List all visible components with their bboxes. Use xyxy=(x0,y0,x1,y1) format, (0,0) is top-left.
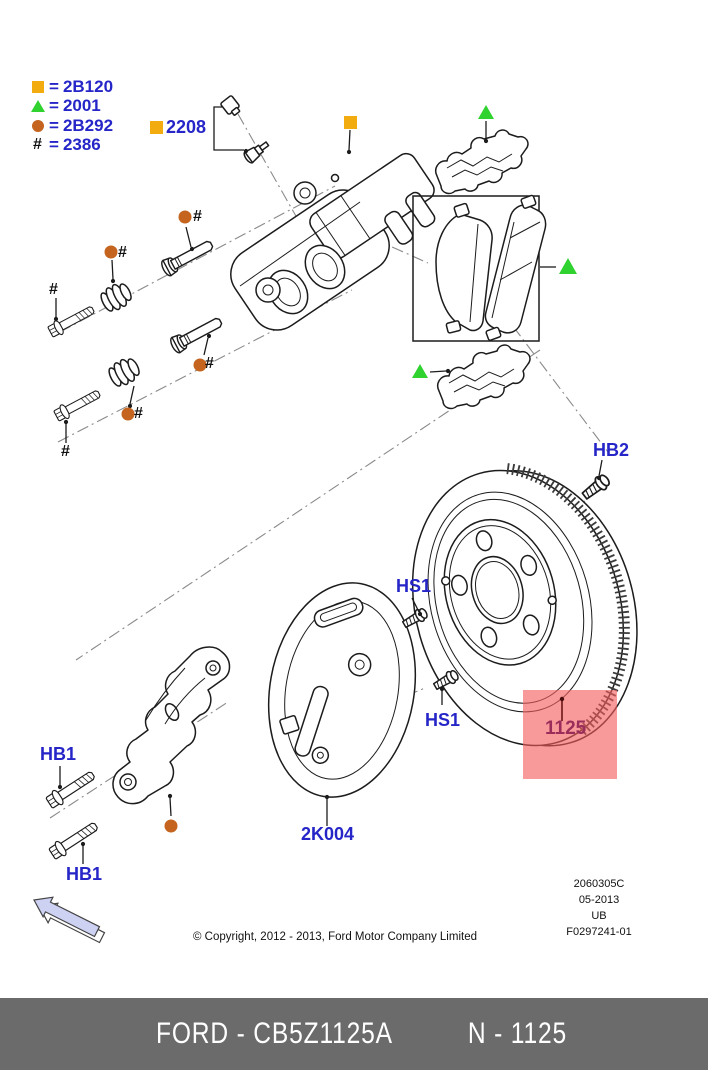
stamp-figure-number: F0297241-01 xyxy=(566,926,632,938)
anchor-bolt-2-illustration xyxy=(47,818,102,862)
hash-marker: # xyxy=(193,208,202,225)
brown-circle-marker xyxy=(193,358,207,372)
callout-hs1-lower[interactable]: HS1 xyxy=(425,710,461,730)
yellow-square-marker xyxy=(344,116,357,129)
exploded-view-drawing xyxy=(33,95,638,944)
brown-circle-marker xyxy=(178,210,192,224)
callout-2k004[interactable]: 2K004 xyxy=(301,824,355,844)
direction-arrow-icon xyxy=(33,896,106,944)
green-triangle-marker xyxy=(478,105,494,119)
callout-leader-lines xyxy=(53,106,603,864)
legend: = 2B120 = 2001 = 2B292 # = 2386 xyxy=(30,77,113,155)
caliper-bolt-lower-illustration xyxy=(52,386,104,424)
green-triangle-icon xyxy=(30,100,45,113)
guide-pin-lower-illustration xyxy=(167,313,226,356)
drawing-stamp: 2060305C 05-2013 UB F0297241-01 xyxy=(553,876,645,940)
green-triangle-marker xyxy=(412,364,428,378)
hash-marker: # xyxy=(118,244,127,261)
brake-pads-illustration xyxy=(412,194,547,342)
rotor-callout-dot xyxy=(559,696,565,702)
yellow-square-icon xyxy=(150,121,163,134)
guide-pin-upper-illustration xyxy=(158,236,217,279)
callout-hs1-upper[interactable]: HS1 xyxy=(396,576,432,596)
guide-pin-boot-lower-illustration xyxy=(105,353,144,391)
pad-clip-upper-illustration xyxy=(434,129,529,195)
legend-code: 2B120 xyxy=(62,76,114,96)
copyright-notice: © Copyright, 2012 - 2013, Ford Motor Com… xyxy=(193,931,477,943)
stamp-drawing-number: 2060305C xyxy=(573,878,625,890)
anchor-bracket-illustration xyxy=(112,646,231,805)
hash-marker: # xyxy=(61,443,70,460)
brown-circle-marker xyxy=(164,819,178,833)
legend-row-2001: = 2001 xyxy=(30,96,113,117)
hash-marker: # xyxy=(49,281,58,298)
caliper-illustration xyxy=(230,152,436,331)
stamp-code: UB xyxy=(591,910,607,922)
diagram-markers xyxy=(104,105,577,833)
green-triangle-marker xyxy=(559,258,577,274)
hash-icon: # xyxy=(33,136,42,154)
splash-shield-illustration xyxy=(267,582,417,798)
legend-row-2B292: = 2B292 xyxy=(30,116,113,136)
brown-circle-marker xyxy=(121,407,135,421)
hash-marker: # xyxy=(205,355,214,372)
yellow-square-icon xyxy=(31,80,44,93)
legend-code: 2B292 xyxy=(62,115,114,135)
legend-row-2B120: = 2B120 xyxy=(30,77,113,97)
rotor-highlight[interactable] xyxy=(523,690,617,779)
hash-marker: # xyxy=(134,405,143,422)
pad-clip-lower-illustration xyxy=(436,344,531,410)
legend-equals: = xyxy=(49,76,59,96)
callout-hb1-upper[interactable]: HB1 xyxy=(40,744,77,764)
callout-hb2[interactable]: HB2 xyxy=(593,440,630,460)
legend-equals: = xyxy=(49,135,59,155)
stamp-date: 05-2013 xyxy=(578,894,620,906)
caliper-bolt-upper-illustration xyxy=(46,302,98,340)
legend-code: 2386 xyxy=(62,135,101,155)
callout-2208[interactable]: 2208 xyxy=(150,117,206,138)
caliper-anchor-bolt-upper-illustration xyxy=(579,471,613,503)
footer-catalog-ref: N - 1125 xyxy=(467,1017,567,1050)
callout-hb1-lower[interactable]: HB1 xyxy=(66,864,103,884)
legend-row-2386: # = 2386 xyxy=(30,135,113,156)
footer-bar: FORD - CB5Z1125A N - 1125 xyxy=(0,998,708,1070)
bleeder-cap-illustration xyxy=(220,95,241,116)
legend-code: 2001 xyxy=(62,96,101,116)
brown-circle-icon xyxy=(31,119,44,132)
rotor-illustration xyxy=(411,463,638,747)
callout-1125-selected[interactable]: 1125 xyxy=(545,718,587,739)
brown-circle-marker xyxy=(104,245,118,259)
legend-equals: = xyxy=(49,96,59,116)
legend-equals: = xyxy=(49,115,59,135)
footer-part-number: FORD - CB5Z1125A xyxy=(156,1017,394,1050)
